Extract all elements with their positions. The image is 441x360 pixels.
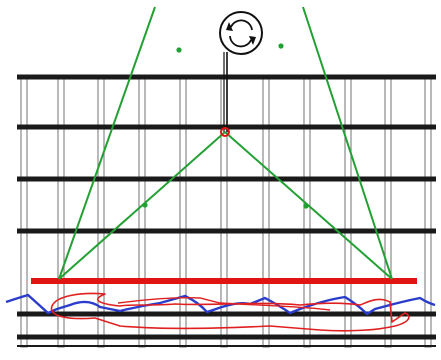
vertical-rail [179, 75, 187, 348]
vertical-rail [424, 75, 432, 348]
rotate-arrows-icon [219, 11, 263, 55]
green-line-left [58, 6, 156, 280]
green-dot [278, 43, 284, 49]
horizontal-bar [17, 311, 436, 317]
bottom-edge-line [17, 345, 436, 347]
vertical-rail [20, 75, 28, 348]
horizontal-bar [17, 176, 436, 182]
green-line-right [302, 6, 393, 280]
green-dot [303, 203, 309, 209]
pivot-stalk [223, 52, 228, 132]
green-dot [142, 202, 148, 208]
green-x-lines [58, 6, 393, 280]
green-dot [176, 47, 182, 53]
pivot-point [220, 127, 230, 137]
horizontal-bar [17, 334, 436, 340]
red-bar [31, 278, 417, 284]
vertical-rail [344, 75, 352, 348]
vertical-rail [262, 75, 270, 348]
green-line-left-lower [58, 131, 226, 280]
horizontal-bar [17, 228, 436, 234]
red-loop [50, 292, 410, 332]
